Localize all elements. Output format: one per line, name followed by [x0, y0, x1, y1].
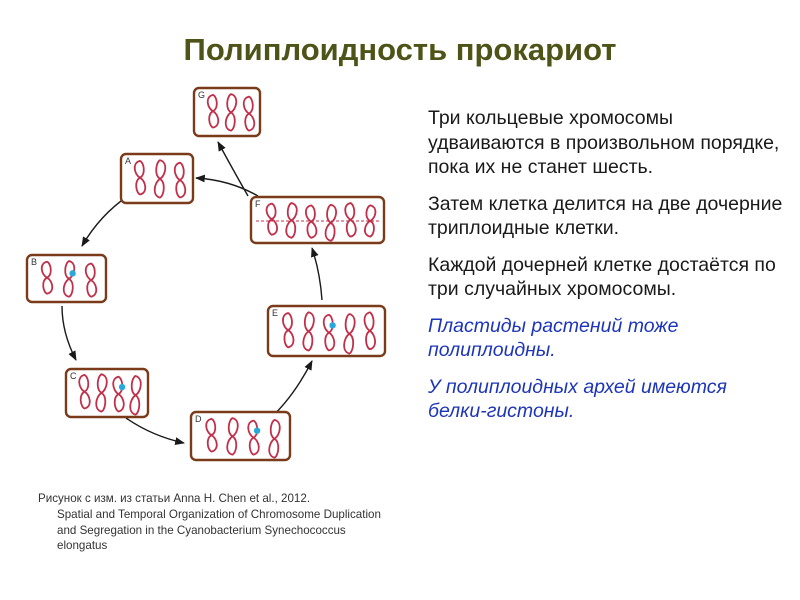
caption-source: Рисунок с изм. из статьи Anna H. Chen et…: [38, 491, 388, 507]
paragraph-segregation: Каждой дочерней клетке достаётся по три …: [428, 253, 788, 302]
cell-c: C: [66, 369, 148, 417]
cell-a-label: A: [125, 156, 131, 166]
cell-d: D: [191, 412, 290, 460]
note-plastids: Пластиды растений тоже полиплоидны.: [428, 314, 788, 363]
arrow-f-to-a: [196, 178, 258, 196]
cell-b-label: B: [31, 257, 37, 267]
replication-origin-dot: [69, 270, 75, 276]
note-archaea: У полиплоидных архей имеются белки-гисто…: [428, 375, 788, 424]
caption-article-title: Spatial and Temporal Organization of Chr…: [38, 507, 388, 554]
arrow-f-to-g: [218, 142, 248, 196]
description-text: Три кольцевые хромосомы удваиваются в пр…: [428, 106, 788, 436]
cell-g-label: G: [198, 90, 205, 100]
cell-c-label: C: [70, 371, 77, 381]
replication-origin-dot: [254, 428, 260, 434]
replication-origin-dot: [119, 384, 125, 390]
arrow-c-to-d: [126, 418, 184, 443]
cell-e: E: [268, 306, 385, 356]
replication-origin-dot: [329, 322, 335, 328]
cell-e-label: E: [272, 308, 278, 318]
cell-a: A: [121, 154, 193, 203]
cell-b: B: [27, 255, 106, 302]
arrow-b-to-c: [62, 306, 76, 360]
arrow-e-to-f: [312, 248, 322, 300]
cell-f-label: F: [255, 199, 261, 209]
arrow-a-to-b: [82, 196, 128, 246]
cell-d-label: D: [195, 414, 202, 424]
cell-g: G: [194, 88, 260, 136]
paragraph-division: Затем клетка делится на две дочерние три…: [428, 192, 788, 241]
figure-caption: Рисунок с изм. из статьи Anna H. Chen et…: [38, 491, 388, 554]
paragraph-replication: Три кольцевые хромосомы удваиваются в пр…: [428, 106, 788, 180]
cell-f: F: [251, 197, 384, 243]
